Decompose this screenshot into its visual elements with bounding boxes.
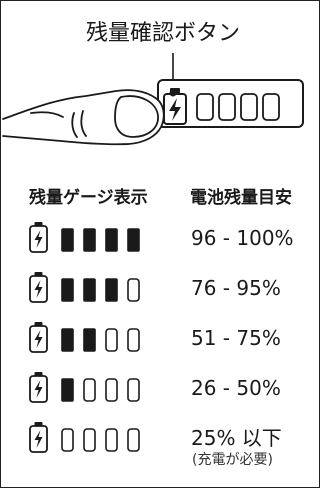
charge-segment-filled <box>61 328 74 352</box>
gauge-display <box>29 322 140 353</box>
level-label: 51 - 75% <box>191 326 281 350</box>
charge-segment-filled <box>83 278 96 302</box>
battery-lightning-icon <box>29 272 48 303</box>
charge-segment-empty <box>83 378 96 402</box>
battery-lightning-icon <box>29 372 48 403</box>
battery-lightning-icon <box>29 422 48 453</box>
legend-row: 51 - 75% <box>1 319 320 369</box>
legend-row: 96 - 100% <box>1 219 320 269</box>
finger-press-illustration <box>2 53 304 146</box>
charge-segment-empty <box>83 428 96 452</box>
level-label: 26 - 50% <box>191 376 281 400</box>
level-label: 25% 以下 <box>191 426 282 450</box>
battery-lightning-icon <box>29 222 48 253</box>
level-label: 76 - 95% <box>191 276 281 300</box>
legend-row: 25% 以下 (充電が必要) <box>1 419 320 469</box>
charge-segment-filled <box>127 228 140 252</box>
legend-row: 26 - 50% <box>1 369 320 419</box>
charge-segment-empty <box>105 378 118 402</box>
level-label: 96 - 100% <box>191 226 294 250</box>
device-empty-segments <box>196 93 280 121</box>
leader-dot <box>169 89 177 97</box>
gauge-display <box>29 222 140 253</box>
gauge-display <box>29 272 140 303</box>
gauge-display <box>29 372 140 403</box>
charge-segment-filled <box>83 228 96 252</box>
charge-segment-empty <box>105 328 118 352</box>
charge-segment-empty <box>127 428 140 452</box>
gauge-column-header: 残量ゲージ表示 <box>29 188 148 208</box>
legend-row: 76 - 95% <box>1 269 320 319</box>
charge-segment-empty <box>61 428 74 452</box>
charge-segment-filled <box>61 228 74 252</box>
charge-segment-filled <box>105 278 118 302</box>
charge-segment-empty <box>127 328 140 352</box>
level-column-header: 電池残量目安 <box>190 188 292 208</box>
battery-lightning-icon <box>29 322 48 353</box>
charge-segment-filled <box>61 278 74 302</box>
title: 残量確認ボタン <box>86 21 241 46</box>
charge-segment-empty <box>105 428 118 452</box>
charge-segment-filled <box>61 378 74 402</box>
charge-segment-empty <box>127 278 140 302</box>
level-note: (充電が必要) <box>192 452 273 468</box>
charge-segment-filled <box>83 328 96 352</box>
gauge-display <box>29 422 140 453</box>
charge-segment-filled <box>105 228 118 252</box>
finger-illustration <box>2 89 165 146</box>
charge-segment-empty <box>127 378 140 402</box>
